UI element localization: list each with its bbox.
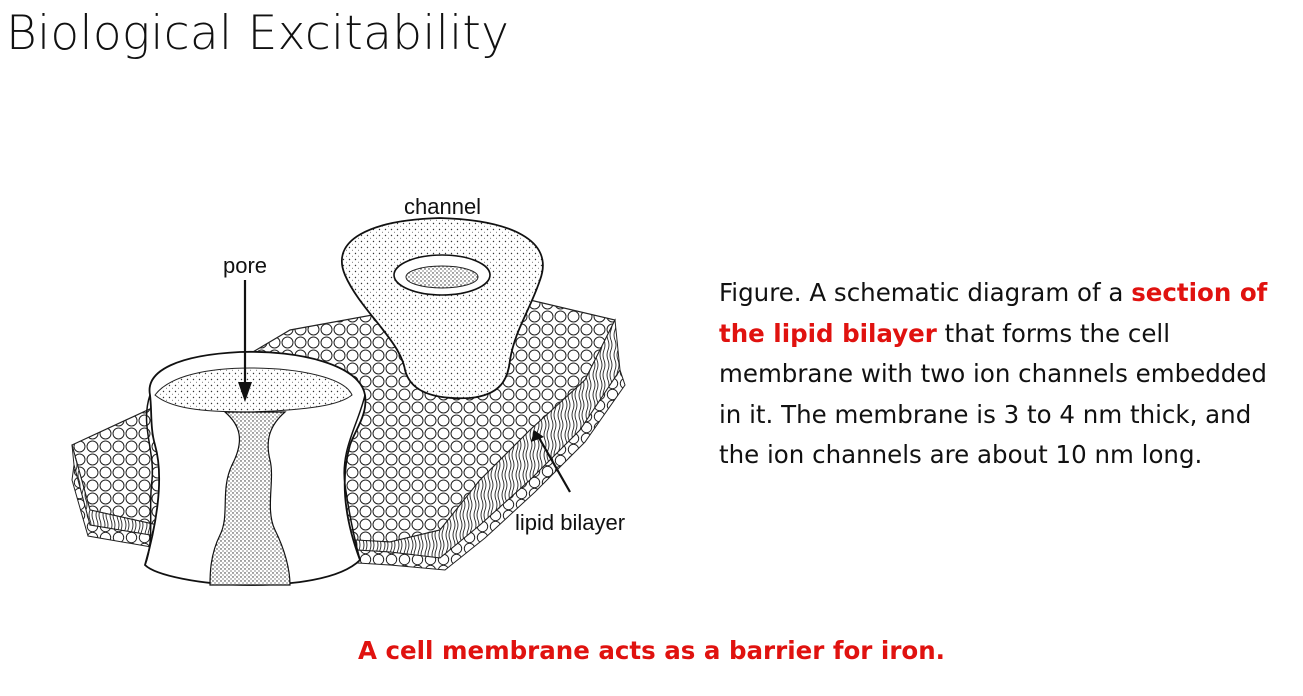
- slide-title: Biological Excitability: [6, 6, 510, 61]
- pore-label: pore: [223, 253, 267, 278]
- lipid-bilayer-arrow: [531, 430, 571, 493]
- figure-caption: Figure. A schematic diagram of a section…: [719, 273, 1289, 476]
- lipid-bilayer-label: lipid bilayer: [515, 510, 625, 535]
- membrane-diagram-svg: channel pore lipid bilayer: [71, 194, 626, 586]
- pore-arrow: [238, 280, 252, 402]
- barrier-note: A cell membrane acts as a barrier for ir…: [358, 636, 945, 665]
- caption-text-start: Figure. A schematic diagram of a: [719, 278, 1132, 307]
- caption-text-end: that forms the cell membrane with two io…: [719, 318, 1267, 470]
- caption-highlight: section of the lipid bilayer: [719, 278, 1268, 348]
- pore-channel-protein: [143, 350, 367, 586]
- membrane-diagram: channel pore lipid bilayer: [60, 180, 690, 600]
- channel-label: channel: [404, 194, 481, 219]
- channel-protein: [340, 217, 544, 400]
